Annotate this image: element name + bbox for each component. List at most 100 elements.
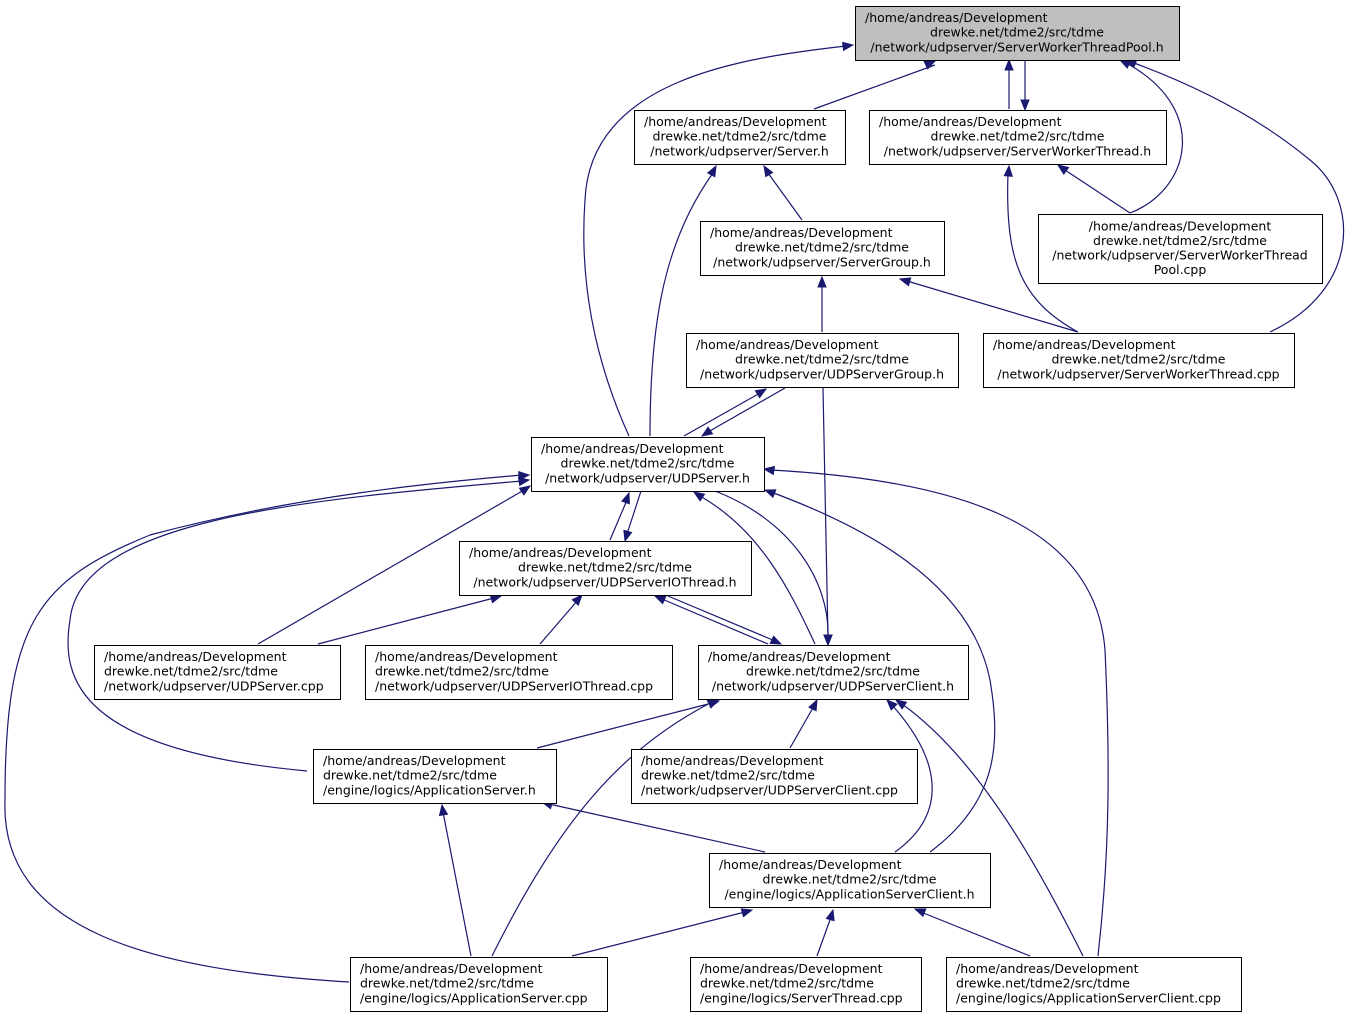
node-label-line: /engine/logics/ServerThread.cpp: [700, 990, 903, 1005]
node-label-line: drewke.net/tdme2/src/tdme: [1052, 352, 1226, 367]
node-label-line: /engine/logics/ApplicationServer.h: [323, 782, 536, 797]
arrowhead-icon: [913, 908, 927, 918]
node-udpservergroup-h[interactable]: /home/andreas/Developmentdrewke.net/tdme…: [686, 333, 959, 388]
node-label-line: /network/udpserver/ServerWorkerThread: [1052, 248, 1308, 263]
node-label-line: /network/udpserver/Server.h: [650, 143, 829, 158]
node-udpclient-h[interactable]: /home/andreas/Developmentdrewke.net/tdme…: [698, 645, 969, 700]
arrowhead-icon: [842, 41, 855, 52]
node-box: [531, 437, 765, 492]
edge-udpserverio_cpp-to-udpserverio_h: [539, 593, 583, 645]
node-label-line: /network/udpserver/UDPServer.h: [545, 470, 750, 485]
node-label-line: /home/andreas/Development: [323, 753, 506, 768]
edge-udpservergroup_h-to-servergroup_h: [817, 275, 827, 332]
node-label-line: drewke.net/tdme2/src/tdme: [931, 129, 1105, 144]
node-udpserver-h[interactable]: /home/andreas/Developmentdrewke.net/tdme…: [531, 437, 765, 492]
node-swt-h[interactable]: /home/andreas/Developmentdrewke.net/tdme…: [869, 110, 1167, 165]
node-label-line: drewke.net/tdme2/src/tdme: [763, 872, 937, 887]
arrowhead-icon: [1056, 164, 1070, 175]
node-server-h[interactable]: /home/andreas/Developmentdrewke.net/tdme…: [634, 110, 846, 165]
node-box: [459, 541, 752, 596]
edge-line: [257, 489, 525, 645]
node-label-line: drewke.net/tdme2/src/tdme: [360, 976, 534, 991]
node-label-line: Pool.cpp: [1154, 262, 1207, 277]
edge-udpserver_h-to-swtp_h: [583, 41, 855, 437]
arrowhead-icon: [438, 803, 449, 817]
edge-udpserver_h-to-udpclient_h: [714, 490, 833, 647]
edge-udpserver_h-to-udpservergroup_h: [683, 388, 768, 437]
arrowhead-icon: [692, 491, 706, 502]
arrowhead-icon: [653, 595, 667, 605]
arrowhead-icon: [817, 275, 827, 288]
node-label-line: /home/andreas/Development: [719, 857, 902, 872]
edge-line: [571, 911, 746, 957]
node-label-line: /home/andreas/Development: [700, 961, 883, 976]
edge-line: [667, 595, 776, 642]
edge-appclient_cpp-to-udpclient_h: [894, 699, 1084, 957]
edge-line: [661, 598, 769, 645]
edge-line: [649, 172, 714, 437]
node-swtp-h: /home/andreas/Developmentdrewke.net/tdme…: [855, 6, 1180, 61]
arrowhead-icon: [1004, 58, 1014, 71]
node-swtp-cpp[interactable]: /home/andreas/Developmentdrewke.net/tdme…: [1038, 214, 1323, 284]
edge-appserver_h-to-udpserver_h: [67, 476, 531, 772]
node-label-line: /network/udpserver/UDPServerClient.h: [712, 678, 954, 693]
edge-line: [767, 172, 803, 221]
edge-udpclient_h-to-udpserverio_h: [653, 595, 769, 645]
node-label-line: drewke.net/tdme2/src/tdme: [735, 240, 909, 255]
node-label-line: /engine/logics/ApplicationServer.cpp: [360, 990, 588, 1005]
node-swt-cpp[interactable]: /home/andreas/Developmentdrewke.net/tdme…: [983, 333, 1295, 388]
arrowhead-icon: [923, 60, 937, 70]
edge-line: [770, 469, 1109, 957]
node-label-line: /home/andreas/Development: [541, 441, 724, 456]
node-box: [634, 110, 846, 165]
edge-swt_cpp-to-servergroup_h: [898, 277, 1079, 333]
node-label-line: /home/andreas/Development: [708, 649, 891, 664]
edge-line: [626, 490, 642, 535]
node-box: [631, 749, 918, 804]
node-label-line: /network/udpserver/UDPServerIOThread.cpp: [375, 678, 653, 693]
node-appserver-cpp[interactable]: /home/andreas/Developmentdrewke.net/tdme…: [350, 957, 608, 1012]
node-appclient-h[interactable]: /home/andreas/Developmentdrewke.net/tdme…: [709, 853, 991, 908]
node-udpclient-cpp[interactable]: /home/andreas/Developmentdrewke.net/tdme…: [631, 749, 918, 804]
node-box: [983, 333, 1295, 388]
node-label-line: /network/udpserver/ServerWorkerThread.cp…: [997, 366, 1279, 381]
edge-line: [770, 491, 996, 853]
edge-udpserver_h-to-udpserverio_h: [623, 490, 642, 543]
edge-appclient_cpp-to-udpserver_h: [762, 465, 1109, 957]
node-udpserverio-cpp[interactable]: /home/andreas/Developmentdrewke.net/tdme…: [365, 645, 673, 700]
node-appclient-cpp[interactable]: /home/andreas/Developmentdrewke.net/tdme…: [946, 957, 1242, 1012]
edge-appclient_h-to-appserver_h: [540, 800, 766, 853]
edge-line: [1133, 62, 1345, 333]
edge-appserver_cpp-to-udpclient_h: [491, 698, 720, 957]
node-label-line: /network/udpserver/UDPServer.cpp: [104, 678, 324, 693]
arrowhead-icon: [700, 426, 714, 437]
arrowhead-icon: [762, 465, 776, 476]
node-label-line: /home/andreas/Development: [360, 961, 543, 976]
node-udpserver-cpp[interactable]: /home/andreas/Developmentdrewke.net/tdme…: [94, 645, 341, 700]
edge-swt_cpp-to-swt_h: [1003, 164, 1079, 333]
node-label-line: /home/andreas/Development: [641, 753, 824, 768]
arrowhead-icon: [517, 476, 531, 487]
edge-line: [491, 701, 713, 957]
edge-line: [813, 64, 936, 110]
edge-swt_h-to-swtp_h: [1004, 58, 1014, 109]
edge-line: [536, 702, 713, 749]
node-box: [709, 853, 991, 908]
arrowhead-icon: [823, 634, 833, 647]
arrowhead-icon: [769, 635, 783, 645]
node-box: [686, 333, 959, 388]
arrowhead-icon: [740, 908, 754, 918]
edge-appclient_h-to-udpserver_h: [763, 489, 996, 853]
node-servergroup-h[interactable]: /home/andreas/Developmentdrewke.net/tdme…: [700, 221, 945, 276]
node-box: [94, 645, 341, 700]
edge-line: [4, 474, 523, 983]
arrowhead-icon: [623, 529, 633, 543]
node-appserver-h[interactable]: /home/andreas/Developmentdrewke.net/tdme…: [313, 749, 557, 804]
edge-udpserverio_h-to-udpclient_h: [667, 595, 783, 645]
edge-swtp_h-to-swt_h: [1020, 60, 1030, 112]
arrowhead-icon: [825, 908, 835, 922]
node-serverthread-cpp[interactable]: /home/andreas/Developmentdrewke.net/tdme…: [690, 957, 922, 1012]
edge-line: [609, 499, 628, 541]
arrowhead-icon: [1003, 164, 1014, 177]
node-udpserverio-h[interactable]: /home/andreas/Developmentdrewke.net/tdme…: [459, 541, 752, 596]
